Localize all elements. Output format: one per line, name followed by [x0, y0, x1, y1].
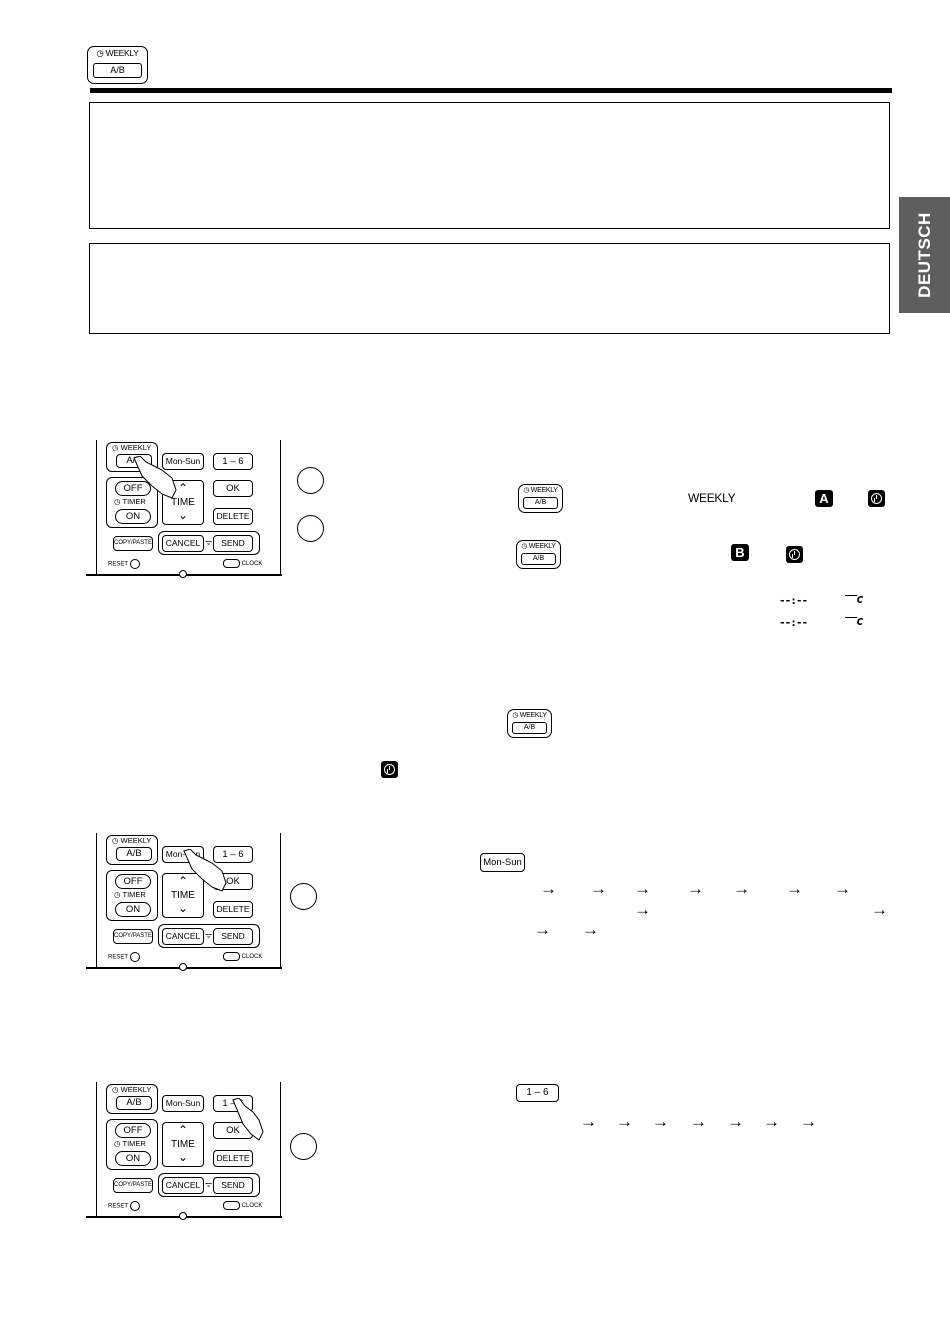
arrow-icon: →	[687, 879, 704, 898]
clock-icon	[786, 546, 803, 563]
arrow-icon: →	[652, 1112, 669, 1131]
clock-label: CLOCK	[223, 559, 262, 568]
arrow-icon: →	[534, 920, 551, 939]
program-b-icon: B	[731, 544, 749, 561]
one-six-button: 1 – 6	[213, 453, 253, 470]
clock-icon	[868, 490, 885, 507]
remote-illustration-3: ◷ WEEKLY A/B Mon-Sun 1 – 6 OFF ◷ TIMER O…	[86, 1082, 282, 1222]
clock-icon	[381, 761, 398, 778]
on-button: ON	[115, 509, 151, 524]
ab-label: A/B	[93, 63, 142, 78]
step-circle-3	[290, 883, 317, 910]
send-group	[158, 531, 260, 555]
weekly-ab-key-icon: ◷ WEEKLY A/B	[507, 709, 552, 738]
weekly-word: WEEKLY	[688, 491, 736, 505]
arrow-icon: →	[690, 1112, 707, 1131]
remote-illustration-1: ◷ WEEKLY A/B Mon-Sun 1 – 6 OFF ◷ TIMER O…	[86, 440, 282, 580]
arrow-icon: →	[590, 879, 607, 898]
timer-group	[106, 477, 158, 528]
timer-text: ◷ TIMER	[114, 497, 146, 506]
weekly-label: ◷ WEEKLY	[96, 48, 139, 58]
weekly-group	[106, 442, 158, 472]
remote-illustration-2: ◷ WEEKLY A/B Mon-Sun 1 – 6 OFF ◷ TIMER O…	[86, 833, 282, 973]
info-box-2	[89, 243, 890, 334]
copy-paste-button: COPY/PASTE	[113, 536, 153, 551]
display-temp-blank-1: ‾‾c	[845, 592, 864, 606]
cancel-button: CANCEL	[162, 535, 204, 552]
ok-button: OK	[213, 480, 253, 497]
arrow-icon: →	[634, 879, 651, 898]
arrow-icon: →	[786, 879, 803, 898]
arrow-icon: →	[733, 879, 750, 898]
send-button: SEND	[213, 535, 253, 552]
pointing-hand-icon	[133, 456, 177, 499]
arrow-icon: →	[580, 1112, 597, 1131]
header-rule	[90, 88, 892, 93]
program-a-icon: A	[815, 490, 833, 507]
language-tab: DEUTSCH	[899, 197, 950, 313]
arrow-icon: →	[834, 879, 851, 898]
arrow-icon: →	[800, 1112, 817, 1131]
arrow-icon: →	[727, 1112, 744, 1131]
step-circle-4	[290, 1133, 317, 1160]
arrow-icon: →	[616, 1112, 633, 1131]
arrow-icon: →	[634, 900, 651, 919]
arrow-icon: →	[871, 900, 888, 919]
pointing-hand-icon	[183, 849, 227, 892]
weekly-ab-key-icon: ◷ WEEKLY A/B	[87, 46, 148, 84]
transmit-icon: ᯤ	[205, 538, 213, 547]
weekly-text: ◷ WEEKLY	[112, 443, 152, 452]
reset-label: RESET	[108, 559, 140, 569]
mon-sun-button: Mon-Sun	[162, 453, 204, 470]
arrow-icon: →	[540, 879, 557, 898]
weekly-ab-key-icon: ◷ WEEKLY A/B	[518, 484, 563, 513]
arrow-icon: →	[582, 920, 599, 939]
mon-sun-key-icon: Mon-Sun	[480, 853, 525, 872]
delete-button: DELETE	[213, 508, 253, 525]
info-box-1	[89, 102, 890, 229]
one-six-key-icon: 1 – 6	[516, 1084, 559, 1102]
weekly-ab-key-icon: ◷ WEEKLY A/B	[516, 540, 561, 569]
display-time-blank-1: --:--	[779, 594, 808, 607]
step-circle-2	[297, 515, 324, 542]
arrow-icon: →	[763, 1112, 780, 1131]
off-button: OFF	[115, 481, 151, 496]
display-time-blank-2: --:--	[779, 616, 808, 629]
pointing-hand-icon	[232, 1098, 264, 1141]
step-circle-1	[297, 467, 324, 494]
display-temp-blank-2: ‾‾c	[845, 614, 864, 628]
